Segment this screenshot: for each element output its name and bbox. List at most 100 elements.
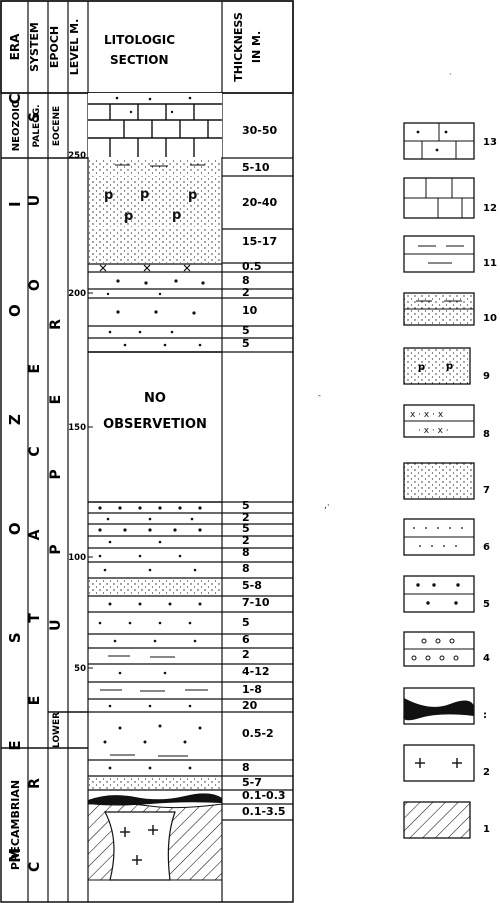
svg-text:p: p xyxy=(446,361,453,372)
layer-precambrian-basement xyxy=(88,803,222,880)
thickness-value: 5-7 xyxy=(242,776,262,789)
level-tick-label: 250 xyxy=(68,151,86,161)
layer-conglomeratic-middle xyxy=(88,506,222,682)
legend-number: 9 xyxy=(483,371,490,382)
legend-4 xyxy=(404,632,474,666)
section-header-line1: LITOLOGIC xyxy=(104,33,175,47)
thickness-value: 2 xyxy=(242,286,250,299)
legend-number: 6 xyxy=(483,542,490,553)
thickness-value: 10 xyxy=(242,304,258,317)
layer-sandstone-1 xyxy=(88,229,222,263)
legend-1 xyxy=(404,802,470,838)
thickness-value: 8 xyxy=(242,761,250,774)
system-column: PALEOG. C R E T A C E O U S xyxy=(27,78,43,872)
thickness-values: 30-505-1020-4015-170.58210555252885-87-1… xyxy=(242,124,286,818)
legend-numbers: 13 12 11 10 9 8 7 6 5 4: 2 1 xyxy=(483,137,497,835)
gap-label-line2: OBSERVETION xyxy=(103,417,207,432)
legend-12 xyxy=(404,178,474,218)
legend-3 xyxy=(403,688,474,724)
thickness-value: 1-8 xyxy=(242,683,262,696)
level-tick-label: 50 xyxy=(74,664,86,674)
legend-number: 8 xyxy=(483,429,490,440)
epoch-eocene: EOCENE xyxy=(52,106,62,146)
thickness-value: 0.5-2 xyxy=(242,727,274,740)
thickness-value: 15-17 xyxy=(242,235,277,248)
svg-text:p: p xyxy=(124,209,133,224)
thickness-value: 6 xyxy=(242,633,250,646)
level-tick-label: 200 xyxy=(68,289,86,299)
level-tick-label: 100 xyxy=(68,553,86,563)
thickness-value: 8 xyxy=(242,562,250,575)
gap-label-line1: NO xyxy=(144,391,166,406)
svg-text:· x · x ·: · x · x · xyxy=(418,426,449,436)
stray-tick-mark: ,· xyxy=(324,501,330,511)
layer-cross-marked xyxy=(88,264,222,272)
legend-8: x · x · x · x · x · xyxy=(404,405,474,437)
svg-text:p: p xyxy=(418,362,425,373)
legend-number: 12 xyxy=(483,203,497,214)
legend-5 xyxy=(404,576,474,612)
thickness-value: 5 xyxy=(242,337,250,350)
system-header-label: SYSTEM xyxy=(28,22,41,72)
level-header-label: LEVEL M. xyxy=(68,19,81,76)
thickness-value: 30-50 xyxy=(242,124,278,137)
stray-dash-mark: - xyxy=(318,391,321,400)
thickness-value: 0.5 xyxy=(242,260,262,273)
legend-number: 2 xyxy=(483,767,490,778)
legend-6 xyxy=(404,519,474,555)
legend-10 xyxy=(404,293,474,325)
era-column: NEOZOIC M E S O Z O I C PRECAMBRIAN xyxy=(6,47,24,870)
layer-marly-sandstone-1 xyxy=(88,160,222,174)
thickness-value: 0.1-0.3 xyxy=(242,789,286,802)
era-mesozoic: M E S O Z O I C xyxy=(6,47,24,863)
system-cretaceous: C R E T A C E O U S xyxy=(27,78,43,872)
thickness-value: 8 xyxy=(242,546,250,559)
legend-number: 1 xyxy=(483,824,490,835)
era-precambrian: PRECAMBRIAN xyxy=(9,780,22,870)
legend-2 xyxy=(404,745,474,781)
thickness-value: 20 xyxy=(242,699,258,712)
legend-number: 13 xyxy=(483,137,497,148)
svg-text:p: p xyxy=(172,208,181,223)
thickness-value: 20-40 xyxy=(242,196,278,209)
legend-number: 7 xyxy=(483,485,490,496)
epoch-upper: U P P E R xyxy=(48,289,64,631)
legend-7 xyxy=(404,463,474,499)
thickness-value: 7-10 xyxy=(242,596,270,609)
thickness-value: 5 xyxy=(242,324,250,337)
epoch-column: EOCENE U P P E R LOWER xyxy=(48,106,64,748)
legend-number: : xyxy=(483,710,487,721)
header: ERA SYSTEM EPOCH LEVEL M. LITOLOGIC SECT… xyxy=(1,1,293,93)
thickness-value: 5-8 xyxy=(242,579,262,592)
thickness-value: 0.1-3.5 xyxy=(242,805,286,818)
thickness-value: 5-10 xyxy=(242,161,270,174)
layer-conglomeratic-upper xyxy=(88,279,222,352)
thickness-header-line2: IN M. xyxy=(250,31,263,63)
thickness-value: 4-12 xyxy=(242,665,270,678)
svg-text:p: p xyxy=(104,188,113,203)
legend-11 xyxy=(404,236,474,272)
svg-text:p: p xyxy=(140,187,149,202)
thickness-value: 5 xyxy=(242,616,250,629)
thickness-column xyxy=(222,158,293,820)
layer-limestone xyxy=(88,93,222,157)
no-observation-gap: NO OBSERVETION xyxy=(88,352,222,502)
stray-dot-mark: · xyxy=(449,70,452,79)
legend-13 xyxy=(404,123,474,159)
legend-number: 10 xyxy=(483,313,497,324)
level-tick-label: 150 xyxy=(68,423,86,433)
legend-number: 5 xyxy=(483,599,490,610)
svg-text:x · x · x: x · x · x xyxy=(410,410,444,420)
epoch-lower: LOWER xyxy=(52,712,62,748)
legend-number: 11 xyxy=(483,258,497,269)
thickness-header-line1: THICKNESS xyxy=(232,12,245,82)
thickness-value: 2 xyxy=(242,648,250,661)
section-header-line2: SECTION xyxy=(110,53,169,67)
svg-text:p: p xyxy=(188,188,197,203)
legend-number: 4 xyxy=(483,653,490,664)
